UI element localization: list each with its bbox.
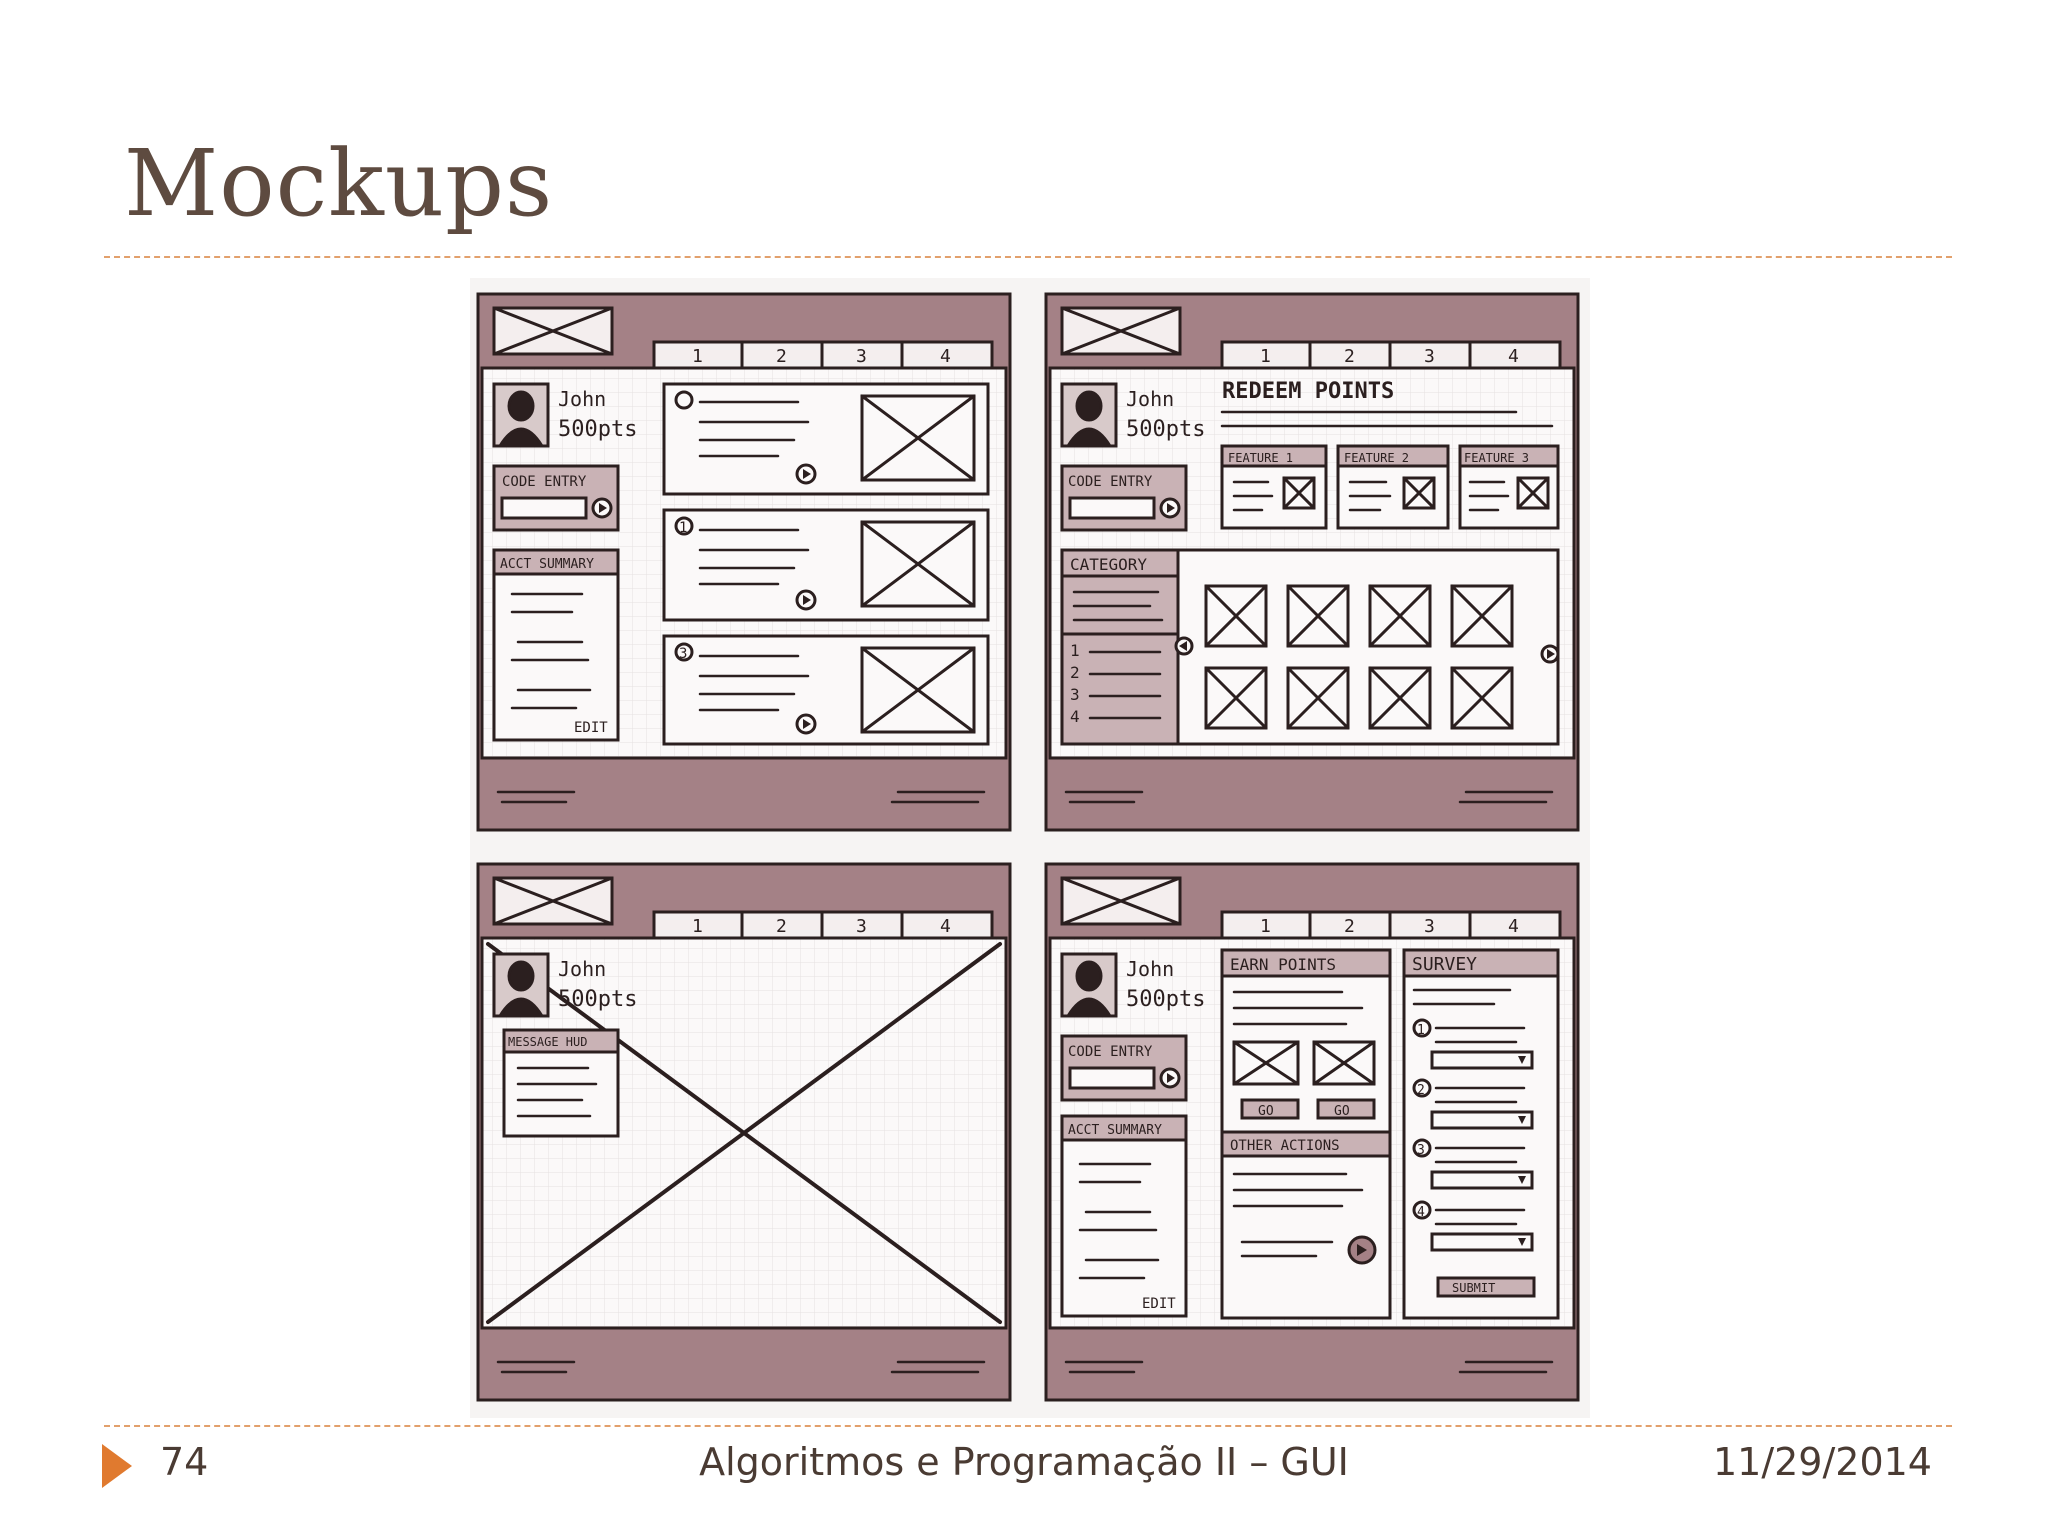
user-points: 500pts [558, 987, 637, 1012]
tab-1: 1 [1260, 916, 1271, 937]
user-points: 500pts [558, 417, 637, 442]
tab-1: 1 [1260, 346, 1271, 367]
tab-1: 1 [692, 346, 703, 367]
tab-2: 2 [1344, 916, 1355, 937]
acct-summary-label: ACCT SUMMARY [500, 557, 594, 572]
feature-cards: FEATURE 1 FEATURE 2 FEATURE 3 [1220, 444, 1560, 530]
user-name: John [558, 387, 606, 411]
mockup-sketches: 1 2 3 4 John 500pts CODE ENTRY ACCT SUMM… [470, 278, 1590, 1418]
redeem-points-heading: REDEEM POINTS [1222, 379, 1394, 404]
acct-summary-label: ACCT SUMMARY [1068, 1123, 1162, 1138]
survey-questions: 1 2 3 4 [1412, 1018, 1534, 1252]
category-item-3: 3 [1070, 685, 1080, 704]
user-name: John [1126, 387, 1174, 411]
tab-3: 3 [856, 346, 867, 367]
question-number-4: 4 [1417, 1205, 1425, 1220]
tab-2: 2 [776, 346, 787, 367]
tab-2: 2 [1344, 346, 1355, 367]
title-divider [104, 256, 1952, 258]
feature-1-label: FEATURE 1 [1228, 451, 1293, 465]
go-button-2: GO [1334, 1104, 1350, 1119]
go-button-1: GO [1258, 1104, 1274, 1119]
other-actions-heading: OTHER ACTIONS [1230, 1138, 1340, 1154]
category-item-2: 2 [1070, 663, 1080, 682]
tab-4: 4 [1508, 346, 1519, 367]
card-number-2: 3 [679, 646, 687, 662]
category-label: CATEGORY [1070, 555, 1147, 574]
code-entry-label: CODE ENTRY [1068, 474, 1153, 490]
mockup-panel-1: 1 2 3 4 John 500pts CODE ENTRY ACCT SUMM… [476, 292, 1012, 832]
code-entry-label: CODE ENTRY [1068, 1044, 1153, 1060]
tab-1: 1 [692, 916, 703, 937]
message-hud-label: MESSAGE HUD [508, 1035, 587, 1049]
mockup-panel-3: 1 2 3 4 John 500pts MESSAGE HUD [476, 862, 1012, 1402]
mockup-panel-2: 1 2 3 4 John 500pts REDEEM POINTS CODE E… [1044, 292, 1580, 832]
user-name: John [558, 957, 606, 981]
question-number-1: 1 [1417, 1023, 1425, 1038]
slide-date: 11/29/2014 [1712, 1440, 1932, 1484]
footer-arrow-icon [102, 1444, 132, 1488]
feature-2-label: FEATURE 2 [1344, 451, 1409, 465]
footer-divider [104, 1425, 1952, 1427]
tab-3: 3 [856, 916, 867, 937]
tab-4: 4 [940, 346, 951, 367]
slide-title: Mockups [124, 130, 554, 237]
tab-4: 4 [940, 916, 951, 937]
mockup-panel-4: 1 2 3 4 John 500pts CODE ENTRY ACCT SUMM… [1044, 862, 1580, 1402]
submit-button: SUBMIT [1452, 1281, 1495, 1295]
tab-bar: 1 2 3 4 [652, 340, 994, 370]
category-item-4: 4 [1070, 707, 1080, 726]
question-number-3: 3 [1417, 1143, 1425, 1158]
tab-3: 3 [1424, 916, 1435, 937]
page-number: 74 [160, 1440, 209, 1484]
user-name: John [1126, 957, 1174, 981]
tab-2: 2 [776, 916, 787, 937]
category-image-grid [1204, 584, 1514, 730]
content-card-list: 1 3 [662, 382, 990, 746]
card-number-1: 1 [679, 520, 687, 536]
feature-3-label: FEATURE 3 [1464, 451, 1529, 465]
edit-link: EDIT [574, 720, 608, 736]
tab-4: 4 [1508, 916, 1519, 937]
course-name: Algoritmos e Programação II – GUI [699, 1440, 1349, 1484]
question-number-2: 2 [1417, 1083, 1425, 1098]
category-item-1: 1 [1070, 641, 1080, 660]
user-points: 500pts [1126, 417, 1205, 442]
code-entry-label: CODE ENTRY [502, 474, 587, 490]
tab-3: 3 [1424, 346, 1435, 367]
survey-heading: SURVEY [1412, 954, 1477, 975]
edit-link: EDIT [1142, 1296, 1176, 1312]
earn-points-heading: EARN POINTS [1230, 955, 1336, 974]
user-points: 500pts [1126, 987, 1205, 1012]
